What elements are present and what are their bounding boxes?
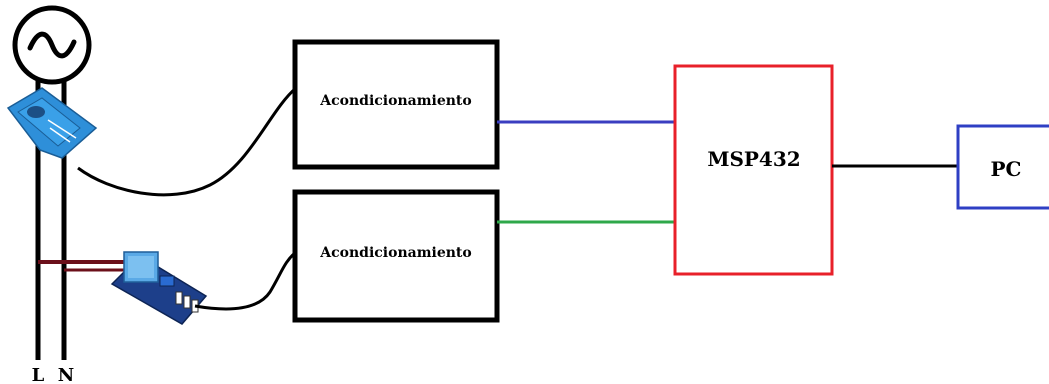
voltage-sensor-cable xyxy=(194,250,297,311)
voltage-sensor-icon xyxy=(110,251,208,325)
current-sensor-cable xyxy=(77,86,297,197)
mcu-block-label: MSP432 xyxy=(707,147,800,171)
pc-block-label: PC xyxy=(991,157,1022,181)
sine-wave-icon xyxy=(27,31,77,59)
conditioning-block-bottom-label: Acondicionamiento xyxy=(319,245,471,261)
pc-block: PC xyxy=(956,124,1049,210)
mcu-block: MSP432 xyxy=(673,64,834,276)
conditioning-block-top-label: Acondicionamiento xyxy=(319,93,471,109)
conditioning-block-bottom: Acondicionamiento xyxy=(292,189,500,323)
conditioning-block-top: Acondicionamiento xyxy=(292,39,500,170)
live-line-label: L xyxy=(32,365,45,384)
neutral-line-label: N xyxy=(58,365,74,384)
current-sensor-icon xyxy=(6,87,98,159)
ac-source xyxy=(12,5,92,85)
